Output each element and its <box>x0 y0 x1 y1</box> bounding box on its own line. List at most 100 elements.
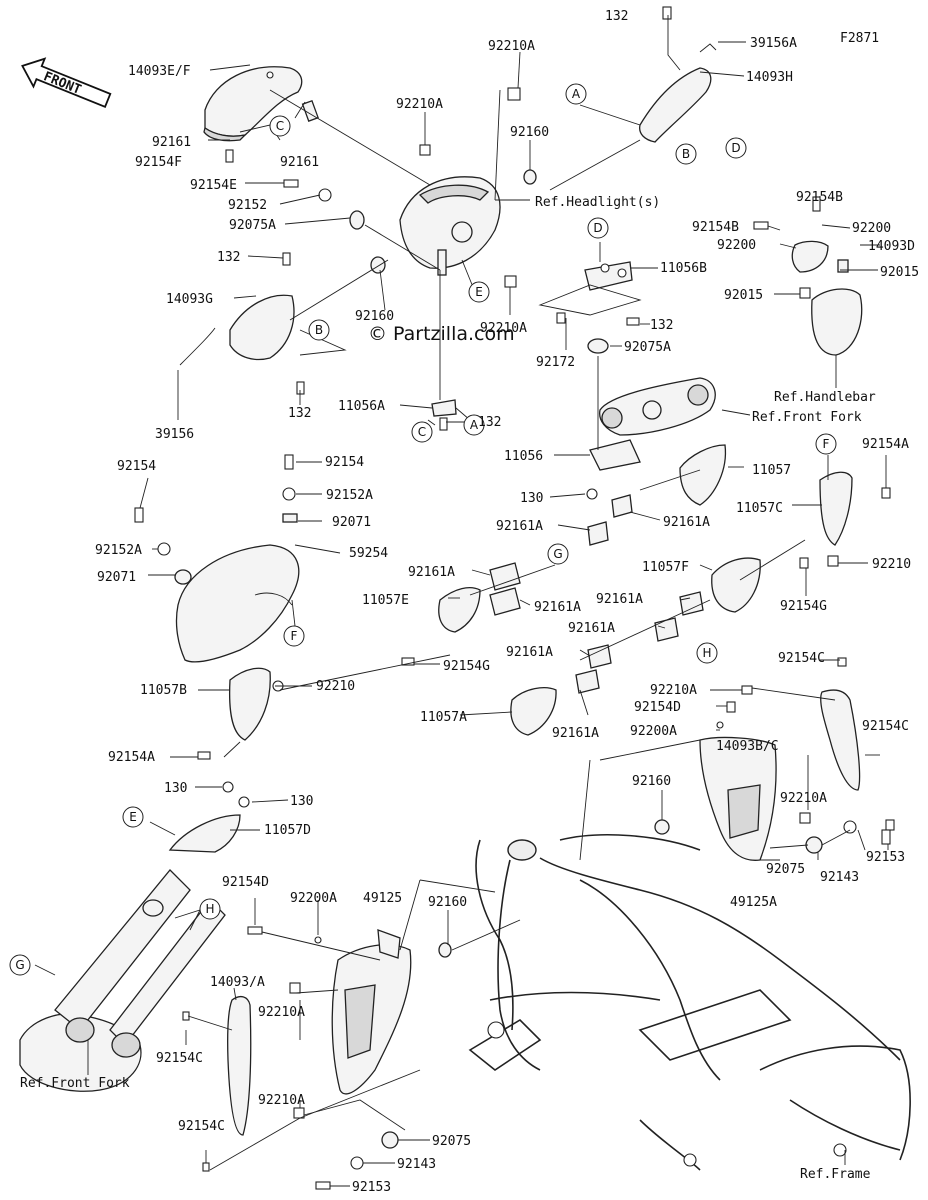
label-92154C-l2: 92154C <box>178 1119 225 1134</box>
front-fork-left-part <box>19 781 250 1092</box>
label-92210A-mid: 92210A <box>480 321 527 336</box>
callout-A2: A <box>463 414 485 436</box>
label-49125A: 49125A <box>730 895 777 910</box>
clip-92210A-l1-part <box>289 982 301 994</box>
clip-92210A-mid-part <box>504 275 517 288</box>
label-92153-r: 92153 <box>866 850 905 865</box>
label-92071-1: 92071 <box>97 570 136 585</box>
label-130-top: 130 <box>520 491 543 506</box>
upper-right-cowl-part <box>639 43 717 143</box>
svg-text:G: G <box>553 547 562 561</box>
callout-E1: E <box>468 281 490 303</box>
label-132-top: 132 <box>605 9 628 24</box>
label-132-c: 132 <box>478 415 501 430</box>
label-92154-b: 92154 <box>325 455 364 470</box>
label-39156A: 39156A <box>750 36 797 51</box>
label-11056B: 11056B <box>660 261 707 276</box>
callout-C1: C <box>269 115 291 137</box>
svg-text:F: F <box>823 437 830 451</box>
clip-92210A-l2-part <box>293 1107 305 1119</box>
label-59254: 59254 <box>349 546 388 561</box>
label-92152A-1: 92152A <box>95 543 142 558</box>
pad-92161A-5-part <box>679 591 704 616</box>
label-92172: 92172 <box>536 355 575 370</box>
pad-92161A-6-part <box>654 617 679 642</box>
figure-code: F2871 <box>840 31 879 46</box>
label-92161A-3: 92161A <box>408 565 455 580</box>
svg-text:D: D <box>731 141 740 155</box>
callout-D2: D <box>587 217 609 239</box>
label-92154C-2: 92154C <box>862 719 909 734</box>
label-92210A-l1: 92210A <box>258 1005 305 1020</box>
fork-cover-11057C-part <box>819 471 891 567</box>
label-92154G-mid: 92154G <box>443 659 490 674</box>
bolt-92154F-part <box>225 149 234 163</box>
label-92210A-l2: 92210A <box>258 1093 305 1108</box>
callout-B2: B <box>308 319 330 341</box>
label-11057B: 11057B <box>140 683 187 698</box>
label-14093H: 14093H <box>746 70 793 85</box>
bolt-92154-left-part <box>134 507 144 523</box>
label-92161A-4: 92161A <box>534 600 581 615</box>
svg-text:E: E <box>129 810 137 824</box>
fork-cover-11057E-part <box>438 587 481 633</box>
bolt-92154D-left-part <box>247 926 263 935</box>
label-14093D: 14093D <box>868 239 915 254</box>
label-92160-low: 92160 <box>632 774 671 789</box>
pad-92161A-7-part <box>587 644 612 669</box>
label-14093EF: 14093E/F <box>128 64 191 79</box>
grommet-92160-top-part <box>523 169 537 185</box>
label-92143-l: 92143 <box>397 1157 436 1172</box>
svg-text:A: A <box>470 418 479 432</box>
label-92200-2: 92200 <box>717 238 756 253</box>
label-92160-l: 92160 <box>428 895 467 910</box>
label-92200A-r: 92200A <box>630 724 677 739</box>
label-92161-a: 92161 <box>152 135 191 150</box>
label-11056: 11056 <box>504 449 543 464</box>
svg-text:B: B <box>315 323 323 337</box>
callout-F2: F <box>283 625 305 647</box>
label-92161A-8: 92161A <box>552 726 599 741</box>
clip-92210A-2-part <box>419 144 431 156</box>
bolt-92172-part <box>556 312 566 324</box>
label-92015-1: 92015 <box>880 265 919 280</box>
fork-top-bridge-part <box>599 377 716 436</box>
bolt-92153-left-part <box>315 1181 331 1190</box>
callout-F1: F <box>815 433 837 455</box>
bracket-11056-part <box>589 439 641 471</box>
bolt-132-left-part <box>282 252 291 266</box>
pad-92161A-8-part <box>575 669 600 694</box>
label-92075-l: 92075 <box>432 1134 471 1149</box>
label-92154A-right: 92154A <box>862 437 909 452</box>
callout-H2: H <box>199 898 221 920</box>
label-92210-mid: 92210 <box>316 679 355 694</box>
bolt-92154G-mid-part <box>401 657 415 666</box>
label-92154: 92154 <box>117 459 156 474</box>
label-92143-r: 92143 <box>820 870 859 885</box>
fork-cover-11057B-part <box>197 667 284 760</box>
label-92071-2: 92071 <box>332 515 371 530</box>
label-92154F: 92154F <box>135 155 182 170</box>
label-92075A-left: 92075A <box>229 218 276 233</box>
svg-text:H: H <box>205 902 214 916</box>
callout-G2: G <box>9 954 31 976</box>
label-49125: 49125 <box>363 891 402 906</box>
label-92153-l: 92153 <box>352 1180 391 1195</box>
clip-92210A-low-part <box>799 812 811 824</box>
washer-92152A-left-part <box>157 542 171 556</box>
label-92160-top: 92160 <box>510 125 549 140</box>
label-14093BC: 14093B/C <box>716 739 779 754</box>
grommet-92160-mid-part <box>370 256 386 274</box>
svg-text:E: E <box>475 285 483 299</box>
ref-frame: Ref.Frame <box>800 1167 871 1182</box>
bolt-92154B-2-part <box>753 221 769 230</box>
label-92154A-left: 92154A <box>108 750 155 765</box>
grommet-92160-low-part <box>654 819 670 835</box>
bolt-92154-top-part <box>284 454 294 470</box>
handlebar-clamp-part <box>791 240 863 356</box>
label-92075A-mid: 92075A <box>624 340 671 355</box>
bolt-132-low-part <box>296 381 305 395</box>
nut-92015-part <box>799 287 811 299</box>
fork-cover-11057-part <box>679 444 727 506</box>
